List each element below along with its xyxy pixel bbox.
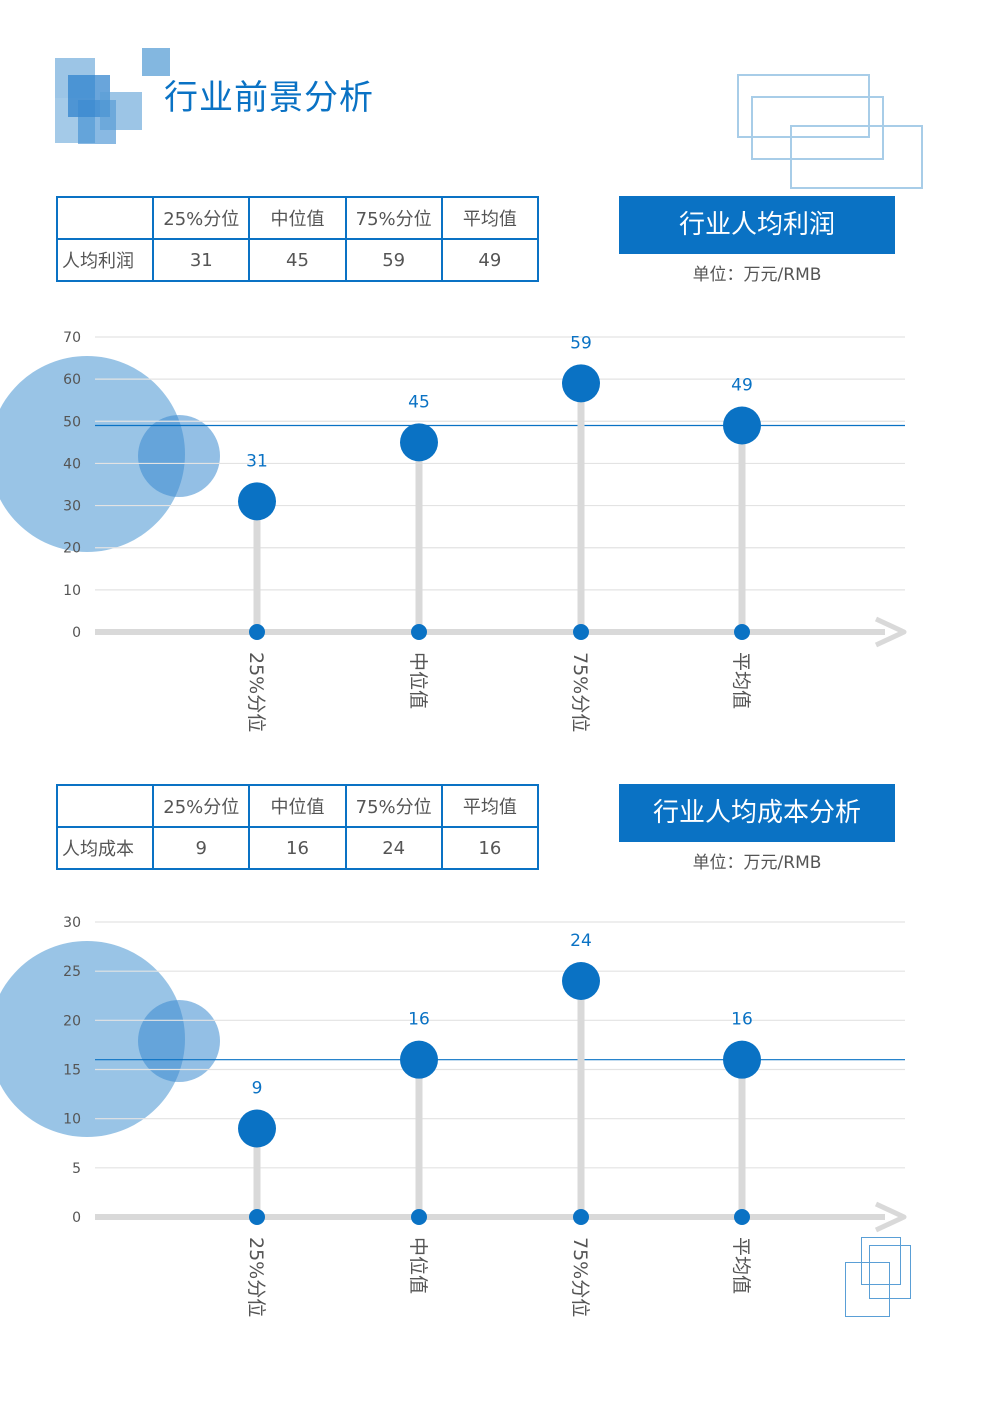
axis-dot [734, 624, 750, 640]
cost-chart: 0 5 10 15 20 25 30 9 25%分位 16 中位值 24 75%分位 16 平均值 [0, 915, 907, 1317]
axis-dot [411, 624, 427, 640]
x-category-label: 25%分位 [245, 652, 267, 732]
y-tick-label: 0 [72, 625, 81, 641]
table-header-cell: 25%分位 [152, 784, 251, 828]
y-tick-label: 30 [63, 915, 81, 931]
table-header-cell: 75%分位 [344, 196, 443, 240]
decorative-circle-large [0, 941, 185, 1137]
table-header-cell: 25%分位 [152, 196, 251, 240]
y-tick-label: 10 [63, 1112, 81, 1128]
y-tick-label: 50 [63, 414, 81, 430]
x-category-label: 中位值 [407, 1237, 429, 1294]
table-cell: 16 [440, 826, 540, 870]
y-tick-label: 20 [63, 1013, 81, 1029]
profit-table: 25%分位 中位值 75%分位 平均值 人均利润 31 45 59 49 [55, 196, 540, 282]
decorative-circle-small [138, 415, 220, 497]
lollipop-marker [238, 1109, 276, 1148]
data-label: 45 [408, 392, 430, 412]
table-header-cell: 中位值 [248, 196, 347, 240]
lollipop-marker [238, 482, 276, 521]
axis-dot [249, 624, 265, 640]
table-cell: 59 [344, 238, 443, 282]
x-category-label: 中位值 [407, 652, 429, 709]
y-tick-label: 30 [63, 499, 81, 515]
axis-dot [573, 624, 589, 640]
y-tick-label: 5 [72, 1161, 81, 1177]
data-label: 31 [246, 451, 268, 471]
lollipop-marker [723, 1040, 761, 1079]
y-tick-label: 10 [63, 583, 81, 599]
profit-chart: 0 10 20 30 40 50 60 70 31 25%分位 45 中位值 59 75%分位 49 平均值 [0, 330, 907, 732]
cost-unit-label: 单位：万元/RMB [692, 853, 822, 873]
y-tick-label: 25 [63, 964, 81, 980]
table-cell: 49 [440, 238, 540, 282]
data-label: 16 [408, 1010, 430, 1030]
x-category-label: 平均值 [730, 652, 752, 709]
data-label: 24 [570, 931, 592, 951]
x-category-label: 75%分位 [569, 652, 591, 732]
y-tick-label: 20 [63, 541, 81, 557]
data-label: 16 [731, 1010, 753, 1030]
x-axis-arrow [874, 1201, 907, 1233]
table-header-row: 25%分位 中位值 75%分位 平均值 [55, 784, 540, 828]
profit-unit-label: 单位：万元/RMB [692, 265, 822, 285]
table-header-cell [55, 196, 155, 240]
table-header-cell: 平均值 [440, 784, 540, 828]
y-tick-label: 70 [63, 330, 81, 346]
data-label: 9 [252, 1079, 263, 1099]
table-header-cell: 平均值 [440, 196, 540, 240]
axis-dot [734, 1209, 750, 1225]
y-tick-label: 40 [63, 456, 81, 472]
table-header-row: 25%分位 中位值 75%分位 平均值 [55, 196, 540, 240]
lollipop-marker [400, 423, 438, 462]
x-category-label: 平均值 [730, 1237, 752, 1294]
table-row-label: 人均利润 [55, 238, 155, 282]
y-tick-label: 0 [72, 1210, 81, 1226]
axis-dot [249, 1209, 265, 1225]
table-header-cell [55, 784, 155, 828]
data-label: 49 [731, 376, 753, 396]
axis-dot [411, 1209, 427, 1225]
y-tick-label: 60 [63, 372, 81, 388]
table-cell: 31 [152, 238, 251, 282]
cost-banner: 行业人均成本分析 [619, 784, 895, 842]
axis-dot [573, 1209, 589, 1225]
table-header-cell: 75%分位 [344, 784, 443, 828]
table-cell: 16 [248, 826, 347, 870]
lollipop-marker [562, 962, 600, 1000]
lollipop-marker [562, 364, 600, 403]
x-axis-arrow [874, 616, 907, 648]
table-cell: 9 [152, 826, 251, 870]
x-category-label: 75%分位 [569, 1237, 591, 1317]
y-tick-label: 15 [63, 1063, 81, 1079]
data-label: 59 [570, 333, 592, 353]
lollipop-marker [723, 406, 761, 445]
decorative-circle-large [0, 356, 185, 552]
cost-table: 25%分位 中位值 75%分位 平均值 人均成本 9 16 24 16 [55, 784, 540, 870]
table-cell: 24 [344, 826, 443, 870]
table-cell: 45 [248, 238, 347, 282]
table-row-label: 人均成本 [55, 826, 155, 870]
x-category-label: 25%分位 [245, 1237, 267, 1317]
table-header-cell: 中位值 [248, 784, 347, 828]
lollipop-marker [400, 1040, 438, 1079]
profit-banner: 行业人均利润 [619, 196, 895, 254]
page-title: 行业前景分析 [164, 78, 374, 118]
table-row: 人均利润 31 45 59 49 [55, 238, 540, 282]
table-row: 人均成本 9 16 24 16 [55, 826, 540, 870]
